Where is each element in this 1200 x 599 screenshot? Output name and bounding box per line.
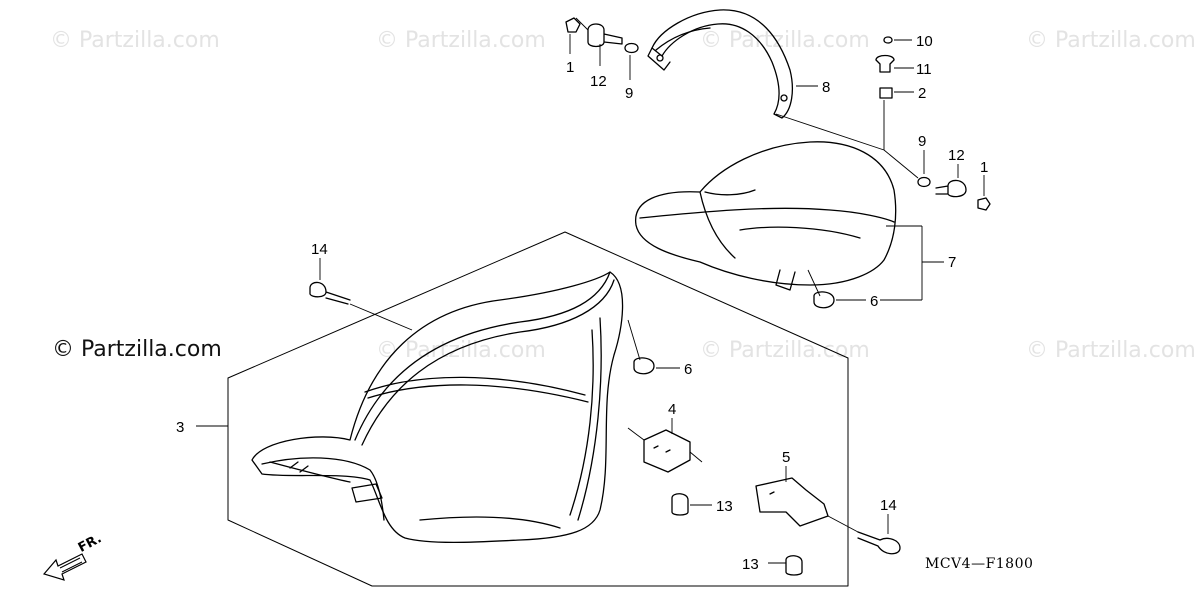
callout-9a: 9 [625, 85, 633, 102]
spacer-2-drawing [879, 87, 893, 99]
callout-labels: 1 12 9 8 10 11 2 9 12 1 7 6 14 6 3 4 5 1… [176, 33, 988, 573]
bolt-13a-drawing [671, 493, 689, 516]
partzilla-watermark: © Partzilla.com [52, 337, 222, 362]
callout-8: 8 [822, 79, 830, 96]
callout-12a: 12 [590, 73, 607, 90]
front-arrow-icon [42, 553, 87, 581]
passenger-seat-drawing [635, 141, 897, 291]
screw-11-drawing [875, 54, 895, 73]
callout-14b: 14 [880, 497, 897, 514]
watermark: © Partzilla.com [376, 28, 546, 53]
bolt-13b-drawing [785, 555, 803, 576]
callout-1b: 1 [980, 159, 988, 176]
callout-10: 10 [916, 33, 933, 50]
watermark: © Partzilla.com [700, 28, 870, 53]
callout-1a: 1 [566, 59, 574, 76]
rider-seat-drawing [251, 271, 624, 544]
callout-5: 5 [782, 449, 790, 466]
diagram-code: MCV4—F1800 [925, 556, 1034, 572]
grommet-6a-drawing [813, 291, 835, 309]
callout-6a: 6 [870, 293, 878, 310]
washer-9a-drawing [624, 42, 639, 54]
callout-12b: 12 [948, 147, 965, 164]
watermark: © Partzilla.com [50, 28, 220, 53]
bracket-5-drawing [755, 477, 829, 527]
bolt-12b-drawing [935, 179, 967, 198]
nut-1b-drawing [977, 197, 991, 211]
callout-13a: 13 [716, 498, 733, 515]
watermark: © Partzilla.com [1026, 338, 1196, 363]
callout-7: 7 [948, 254, 956, 271]
callout-6b: 6 [684, 361, 692, 378]
grommet-6b-drawing [633, 357, 655, 375]
callout-3: 3 [176, 419, 184, 436]
callout-4: 4 [668, 401, 676, 418]
bolt-12a-drawing [587, 23, 623, 48]
callout-14a: 14 [311, 241, 328, 258]
washer-10-drawing [883, 36, 893, 44]
seat-assembly-outline [227, 231, 849, 587]
nut-1a-drawing [565, 17, 581, 33]
watermark: © Partzilla.com [700, 338, 870, 363]
washer-9b-drawing [917, 176, 931, 188]
callout-2: 2 [918, 85, 926, 102]
watermark: © Partzilla.com [1026, 28, 1196, 53]
bolt-14b-drawing [857, 531, 901, 555]
grab-strap-drawing [647, 9, 793, 119]
bracket-4-drawing [643, 429, 691, 473]
bolt-14a-drawing [309, 281, 351, 305]
callout-9b: 9 [918, 133, 926, 150]
callout-11: 11 [916, 61, 932, 78]
callout-13b: 13 [742, 556, 759, 573]
